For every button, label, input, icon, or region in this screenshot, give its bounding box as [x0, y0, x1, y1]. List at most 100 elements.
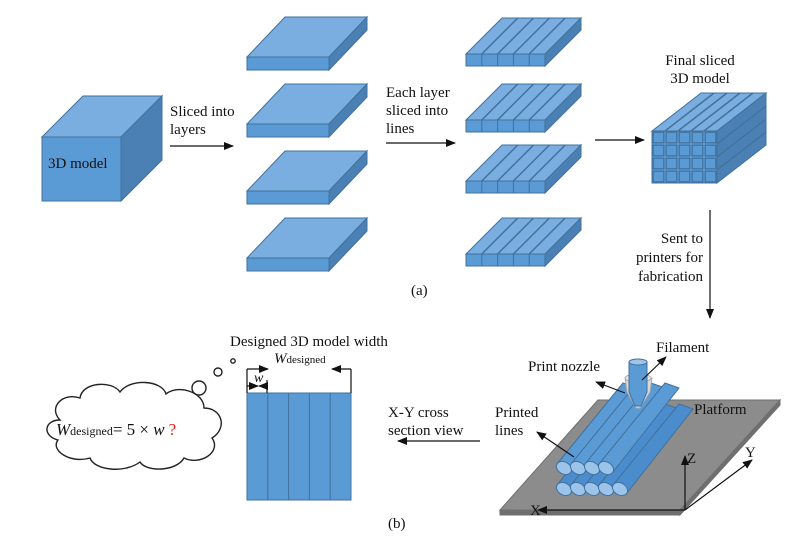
line-top-groove — [528, 144, 566, 182]
final-top-groove — [703, 92, 754, 132]
thought-cloud — [46, 358, 236, 470]
line-layer-2-front — [465, 119, 546, 133]
line-layer-3-front — [465, 180, 546, 194]
step1-label-line1: Sliced into — [170, 104, 235, 120]
cylinder-end — [569, 460, 587, 476]
designed-width-title: Designed 3D model width — [230, 334, 388, 350]
platform-edge — [499, 509, 681, 516]
line-top-groove — [481, 17, 519, 55]
final-label-line2: 3D model — [670, 71, 730, 87]
print-nozzle — [624, 358, 653, 409]
line-top-groove — [512, 144, 550, 182]
cylinder-end — [569, 481, 587, 497]
send-label-line1: Sent to — [660, 231, 703, 247]
layer-slab-1 — [245, 15, 369, 72]
line-top-groove — [528, 217, 566, 255]
layer-slab-4-front — [246, 257, 330, 272]
final-cell — [678, 144, 691, 157]
thought-equation: Wdesigned= 5 × w? — [56, 421, 176, 440]
final-top-groove — [664, 92, 715, 132]
cylinder-end — [555, 460, 573, 476]
line-layer-3 — [464, 143, 583, 195]
model-cube-front — [41, 136, 122, 202]
caption-b: (b) — [388, 516, 406, 532]
layer-slab-1-front — [246, 56, 330, 71]
line-width-symbol: w — [254, 371, 264, 386]
thought-bubble-large — [191, 380, 207, 396]
final-cell — [665, 144, 678, 157]
final-cell — [678, 170, 691, 183]
send-label-line2: printers for — [635, 250, 703, 266]
cylinder-end — [597, 481, 615, 497]
cylinder-end — [583, 481, 601, 497]
caption-a: (a) — [411, 283, 428, 299]
filament-top — [628, 358, 648, 366]
line-top-groove — [481, 144, 519, 182]
width-subscript: designed — [286, 354, 326, 366]
axis-y-label: Y — [745, 445, 756, 461]
axis-z-label: Z — [687, 451, 697, 467]
width-symbol: W — [274, 351, 287, 367]
line-layer-1-front — [465, 53, 546, 67]
printed-lines-label-line1: Printed — [495, 405, 539, 421]
line-top-groove — [497, 83, 535, 121]
layer-slab-2 — [245, 82, 369, 139]
layer-slab-3 — [245, 149, 369, 206]
line-top-groove — [481, 217, 519, 255]
model-label: 3D model — [48, 156, 108, 172]
final-cell — [652, 144, 665, 157]
thought-bubble-small — [230, 358, 236, 364]
final-cell — [665, 157, 678, 170]
question-mark: ? — [168, 420, 177, 439]
cylinder-end — [611, 481, 629, 497]
line-layer-4 — [464, 216, 583, 268]
final-model — [650, 91, 768, 185]
final-label-line1: Final sliced — [665, 53, 735, 69]
eq-variable: w — [153, 420, 165, 439]
nozzle-label: Print nozzle — [528, 359, 601, 375]
step2-label-line2: sliced into — [386, 103, 449, 119]
line-layer-2 — [464, 82, 583, 134]
final-cell — [691, 157, 704, 170]
cross-section-rect — [246, 392, 352, 501]
eq-subscript: designed — [70, 424, 113, 438]
final-cell — [665, 131, 678, 144]
cloud-outline — [46, 381, 222, 470]
axis-y — [684, 459, 753, 511]
cross-section-label-line1: X-Y cross — [388, 405, 449, 421]
cylinder-end — [555, 481, 573, 497]
layer-slab-2-front — [246, 123, 330, 138]
filament — [628, 361, 648, 407]
line-top-groove — [497, 144, 535, 182]
designed-width-symbol: Wdesigned — [274, 350, 326, 369]
send-label-line3: fabrication — [638, 269, 703, 285]
filament-label: Filament — [656, 340, 710, 356]
axis-x-label: X — [530, 503, 541, 519]
final-model-front — [651, 130, 718, 184]
line-top-groove — [497, 217, 535, 255]
line-top-groove — [528, 17, 566, 55]
final-cell — [691, 170, 704, 183]
line-top-groove — [512, 83, 550, 121]
step2-label-line3: lines — [386, 121, 415, 137]
arrow-filament — [641, 356, 667, 381]
step2-label-line1: Each layer — [386, 85, 450, 101]
eq-rest: = 5 × — [112, 420, 154, 439]
final-cell — [704, 157, 717, 170]
cylinder-end — [597, 460, 615, 476]
model-cube — [40, 94, 164, 203]
final-side-groove — [716, 118, 767, 158]
final-cell — [691, 144, 704, 157]
line-layer-1 — [464, 16, 583, 68]
line-top-groove — [528, 83, 566, 121]
cross-section-label-line2: section view — [388, 423, 464, 439]
thought-bubble-medium — [213, 367, 223, 377]
layer-slab-4 — [245, 216, 369, 273]
platform-side — [679, 398, 781, 517]
final-cell — [652, 131, 665, 144]
final-side-groove — [716, 131, 767, 171]
final-top-groove — [677, 92, 728, 132]
platform-label: Platform — [694, 402, 747, 418]
final-cell — [678, 131, 691, 144]
